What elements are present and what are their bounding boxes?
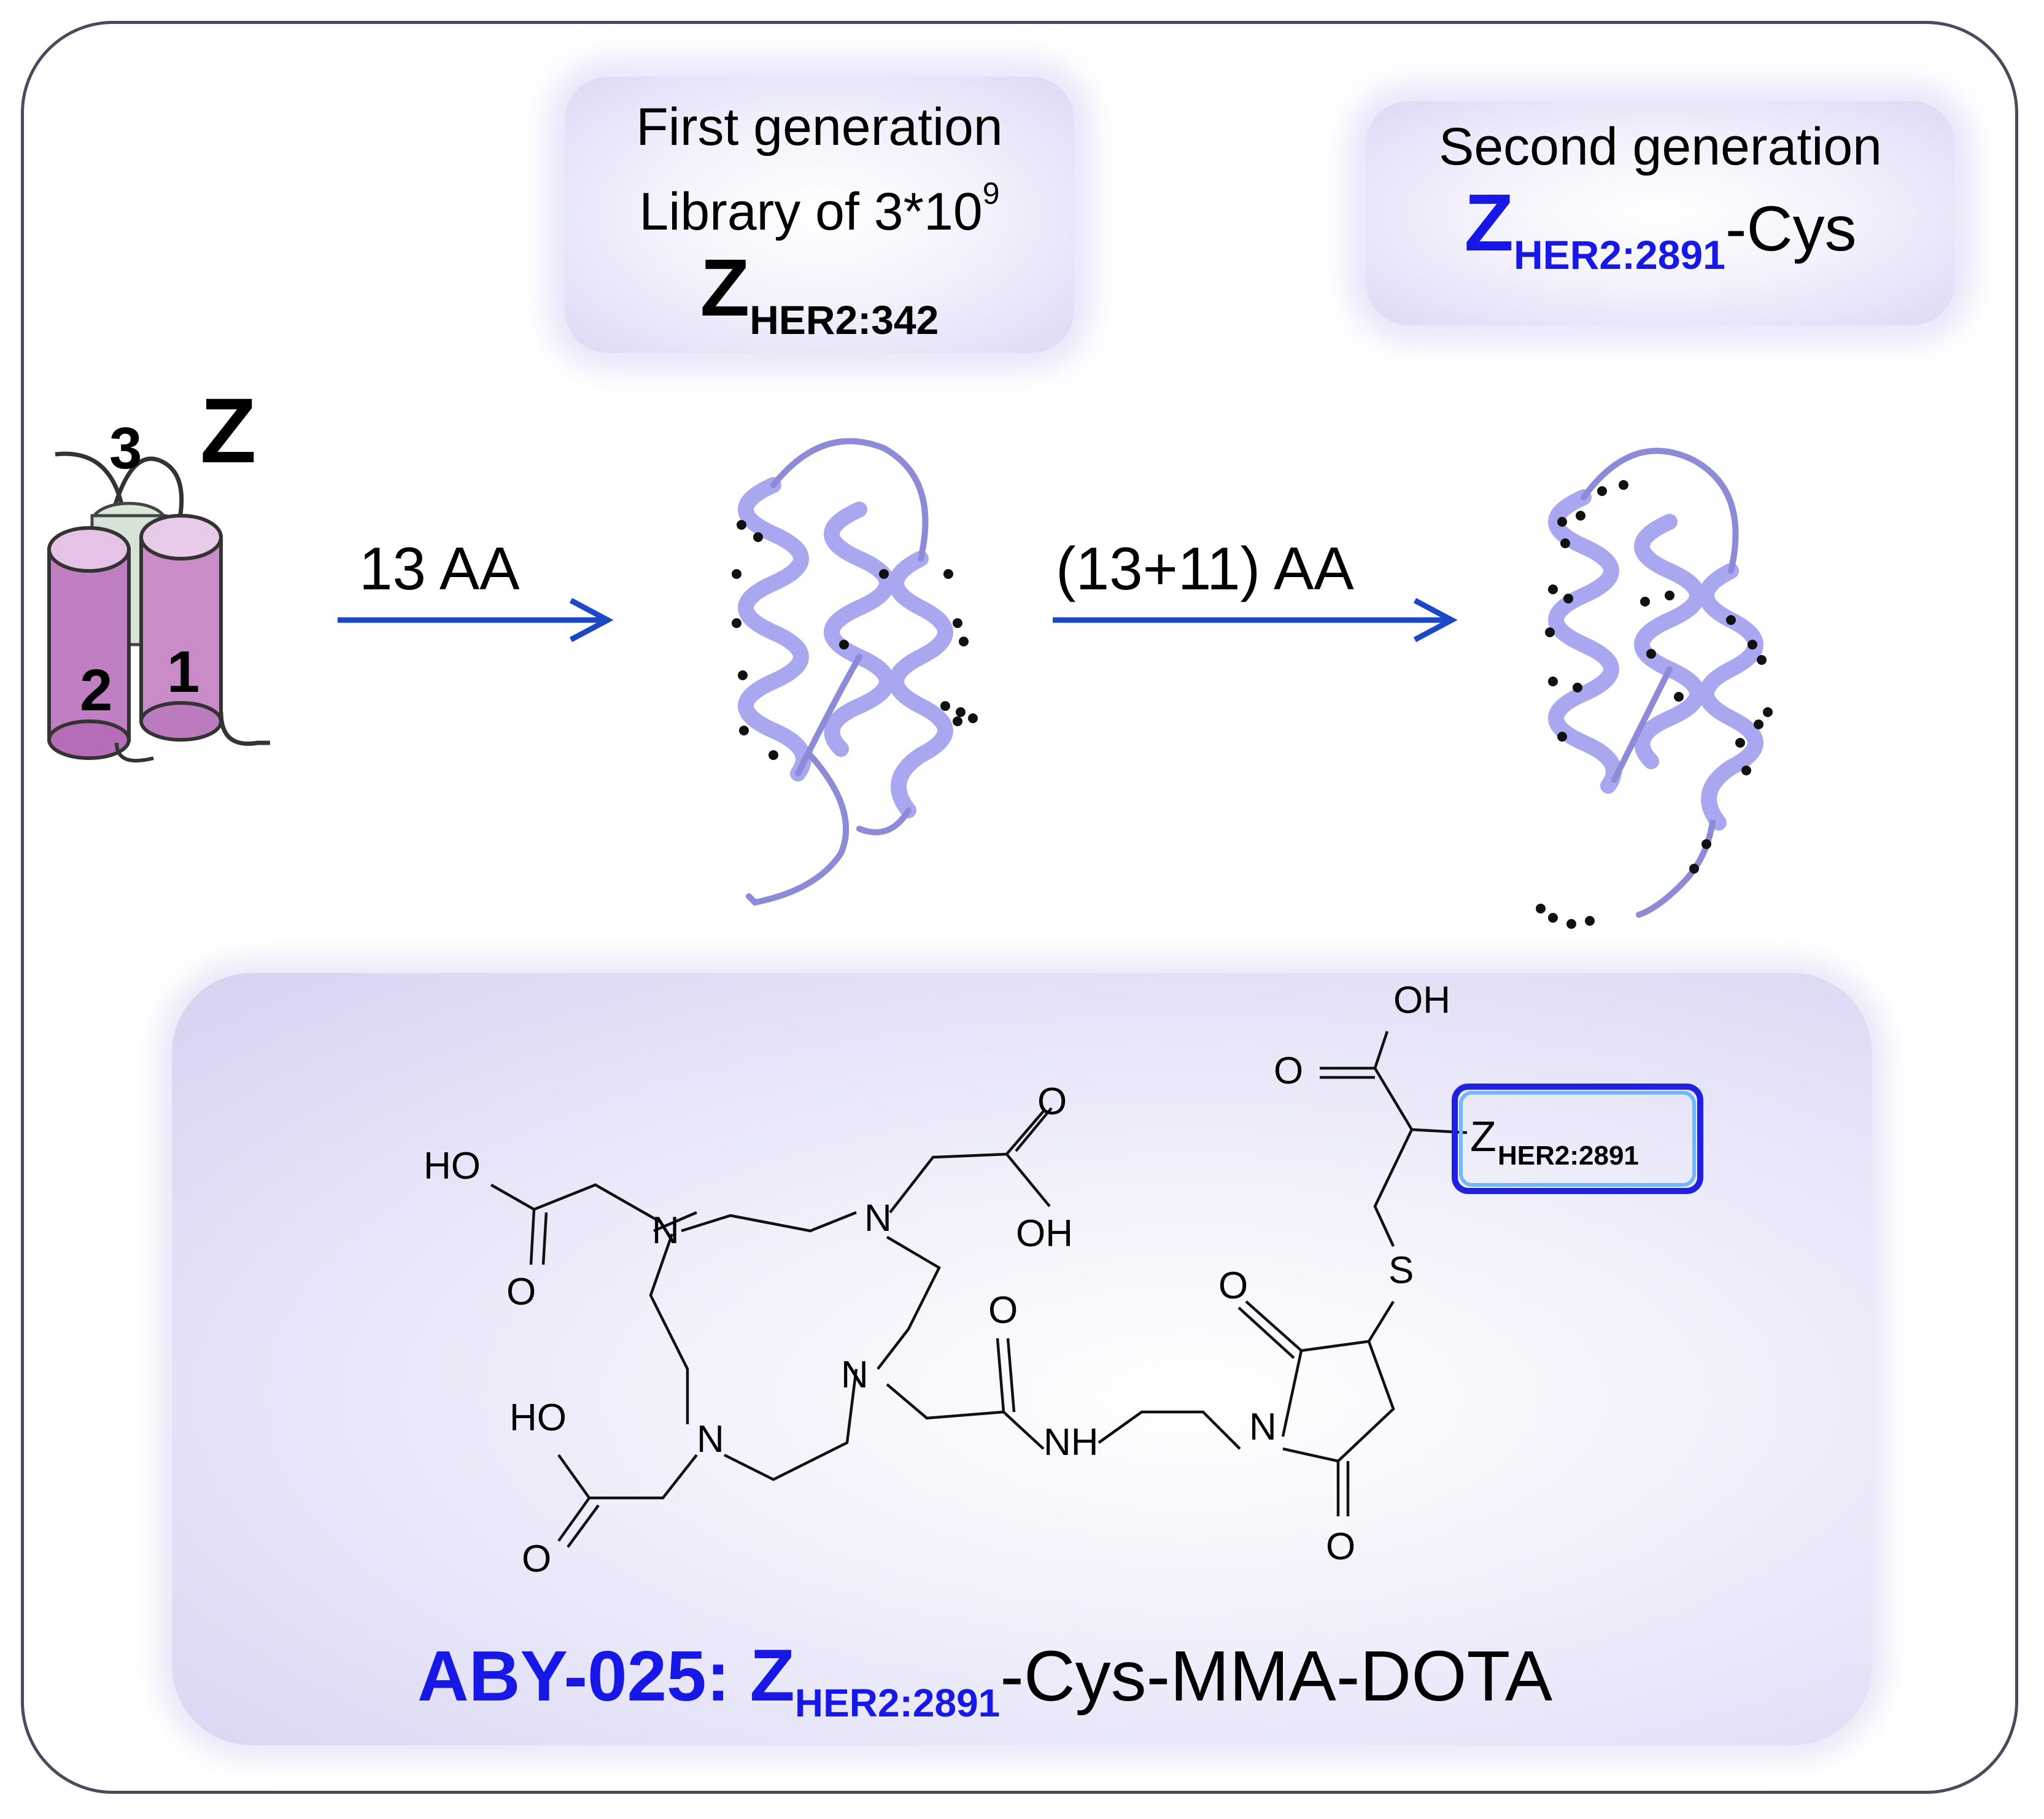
atom-o-top: O (1274, 1050, 1303, 1092)
first-gen-library: Library of 3*109 (565, 160, 1074, 245)
atom-nh: NH (1043, 1421, 1099, 1464)
atom-n-imide: N (1249, 1406, 1277, 1448)
atom-o-a: O (506, 1271, 536, 1313)
atom-o-imide-bot: O (1326, 1526, 1355, 1568)
second-gen-z: Z (1464, 177, 1514, 268)
atom-o-b: O (1037, 1080, 1067, 1123)
atom-n-tr: N (864, 1197, 892, 1239)
arrow-2-label: (13+11) AA (1056, 535, 1354, 602)
second-gen-affibody: ZHER2:2891-Cys (1366, 180, 1955, 298)
arrow-1 (338, 598, 614, 642)
second-gen-title: Second generation (1438, 117, 1882, 176)
atom-oh-b: OH (1016, 1212, 1073, 1255)
first-gen-z-sub: HER2:342 (749, 297, 939, 343)
structure-z-sub: HER2:2891 (1498, 1141, 1639, 1171)
atom-ho-a: HO (424, 1145, 481, 1187)
caption-z-sub: HER2:2891 (794, 1681, 1001, 1725)
structure-z-label: Z (1470, 1112, 1496, 1160)
second-gen-suffix: -Cys (1725, 193, 1857, 265)
caption-z: Z (749, 1634, 795, 1716)
atom-n-br: N (841, 1354, 869, 1396)
atom-o-c: O (522, 1538, 551, 1580)
aby025-caption: ABY-025: ZHER2:2891-Cys-MMA-DOTA (417, 1633, 1552, 1726)
protein-structure-second-gen (1536, 448, 1773, 929)
helix-number-2: 2 (80, 657, 113, 723)
scaffold-z-letter: Z (200, 379, 257, 482)
second-generation-box: Second generation ZHER2:2891-Cys (1366, 101, 1955, 325)
z-scaffold-cartoon (47, 451, 270, 763)
atom-oh-top: OH (1393, 979, 1450, 1022)
first-gen-affibody: ZHER2:342 (565, 245, 1074, 363)
first-generation-box: First generation Library of 3*109 ZHER2:… (565, 77, 1074, 353)
atom-o-imide-top: O (1218, 1265, 1248, 1307)
library-exponent: 9 (982, 176, 1000, 211)
atom-n-tl: N (652, 1209, 679, 1252)
aby025-structure-panel (172, 973, 1872, 1745)
protein-structure-first-gen (732, 438, 978, 906)
second-gen-z-sub: HER2:2891 (1514, 232, 1725, 277)
atom-o-amide: O (988, 1289, 1018, 1332)
caption-suffix: -Cys-MMA-DOTA (1000, 1636, 1553, 1716)
atom-s: S (1388, 1249, 1414, 1292)
arrow-2 (1053, 598, 1458, 642)
atom-ho-c: HO (509, 1397, 567, 1439)
aby025-chemical-structure: HO O N N O OH N N HO O O NH N O O S OH O… (424, 979, 1703, 1580)
first-gen-title: First generation (636, 98, 1003, 157)
first-gen-z: Z (700, 242, 750, 333)
arrow-1-label: 13 AA (359, 535, 520, 602)
helix-number-1: 1 (167, 639, 200, 705)
caption-prefix: ABY-025: (417, 1636, 730, 1716)
library-size: Library of 3*10 (639, 182, 983, 241)
helix-number-3: 3 (109, 416, 142, 481)
atom-n-bl: N (697, 1418, 724, 1460)
